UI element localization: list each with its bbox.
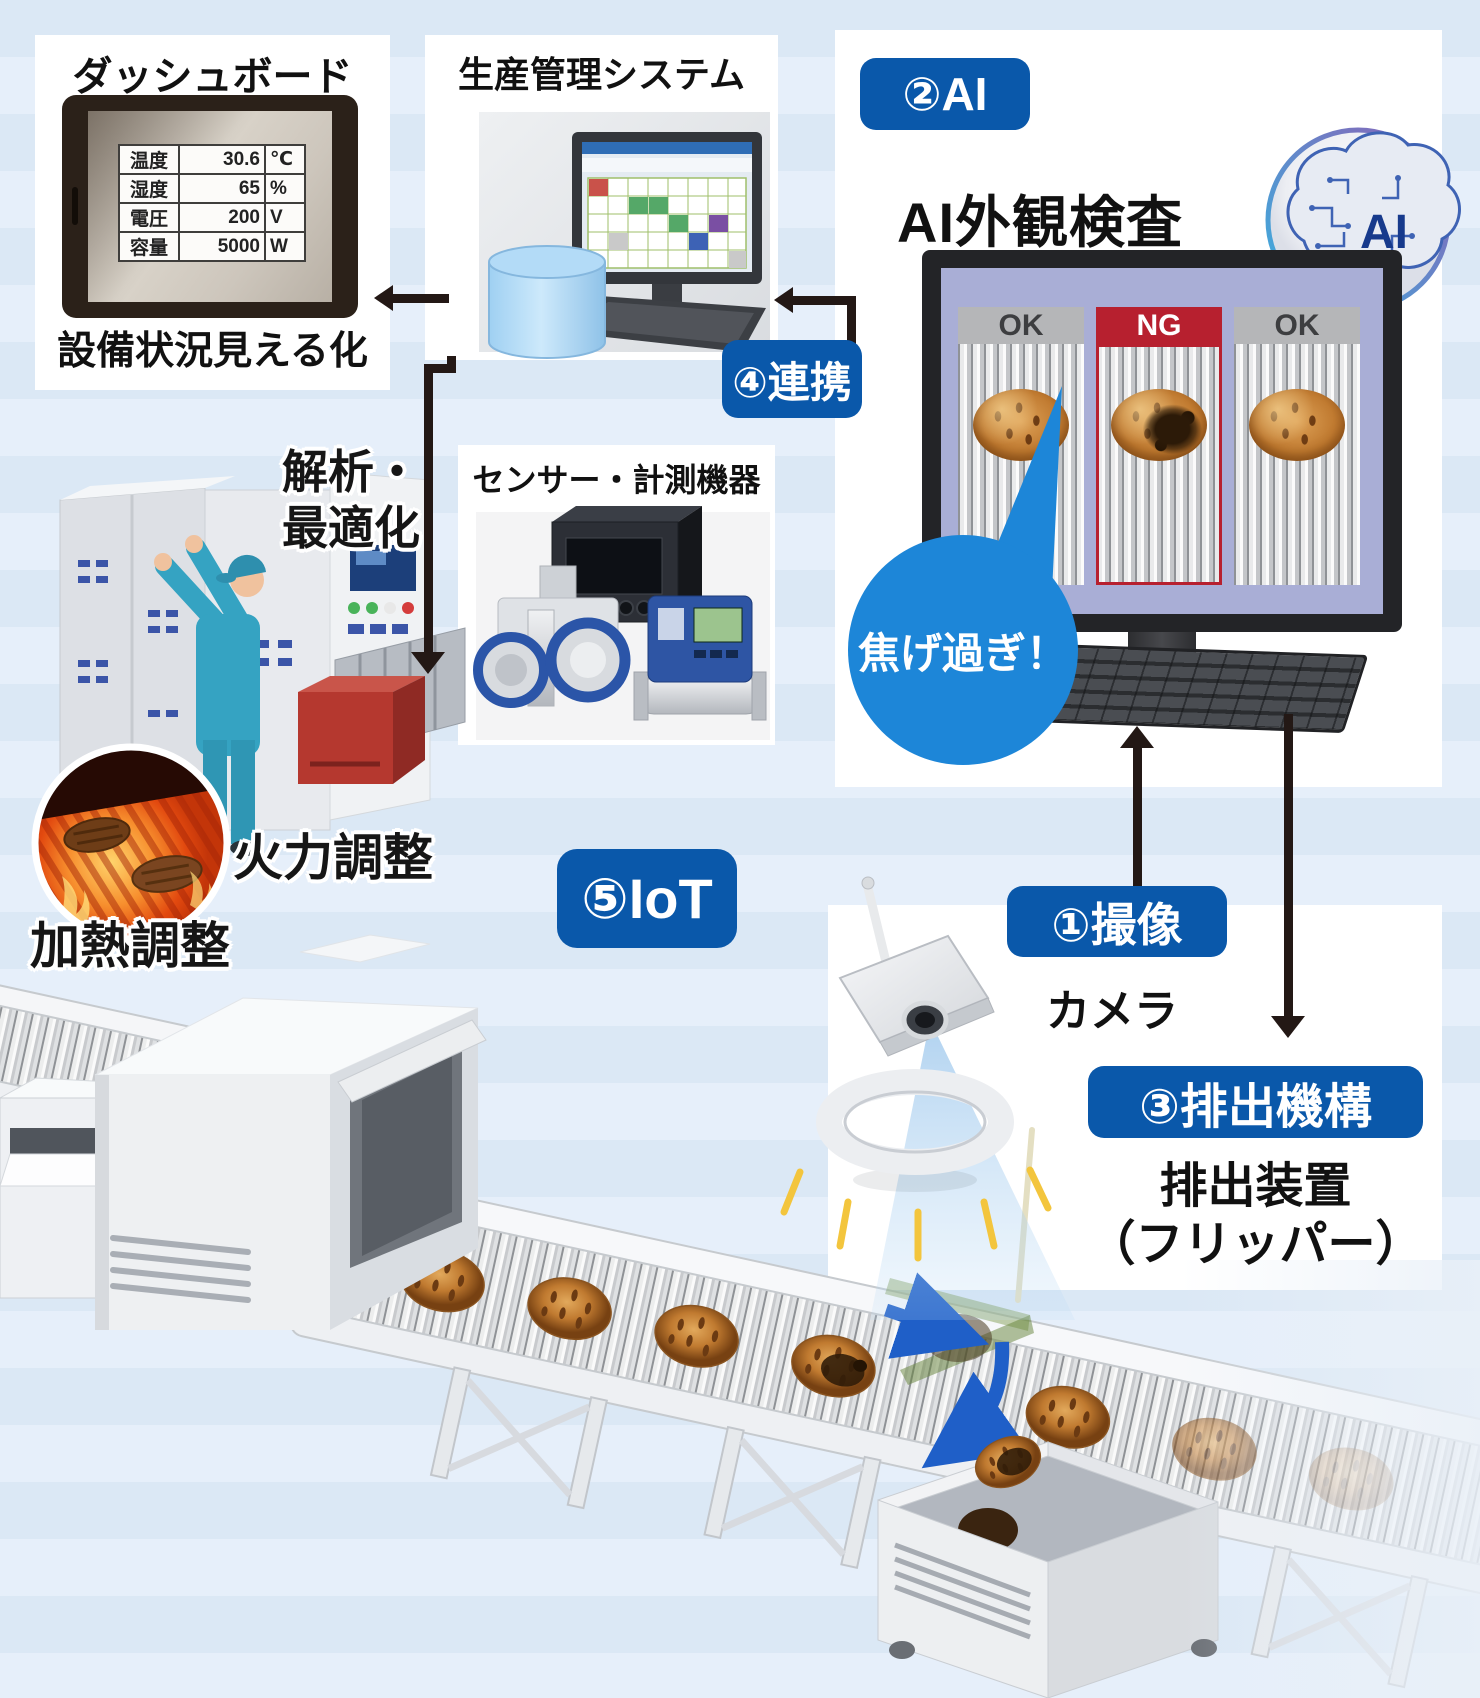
dashboard-title: ダッシュボード: [72, 55, 353, 99]
arrowhead-up-icon: [1120, 726, 1154, 748]
arrowhead-left-icon: [774, 287, 793, 313]
arrow-camera-to-monitor: [1133, 746, 1142, 888]
table-row: 湿度 65 %: [118, 173, 306, 204]
metric-label: 容量: [118, 231, 180, 262]
cookie-ok-icon: [1249, 389, 1345, 461]
result-image: [1234, 344, 1360, 585]
result-label: OK: [958, 307, 1084, 344]
metric-value: 200: [178, 202, 266, 233]
heating-adjust-label: 加熱調整: [30, 918, 230, 974]
badge-step5-iot: ⑤IoT: [557, 849, 737, 948]
speech-bubble: 焦げ過ぎ！: [848, 535, 1078, 765]
table-row: 容量 5000 W: [118, 231, 306, 262]
metric-label: 電圧: [118, 202, 180, 233]
arrow-monitor-to-discharge: [1284, 714, 1293, 1016]
metric-unit: ℃: [264, 144, 306, 175]
inspection-result-ng: NG: [1096, 307, 1222, 585]
metric-value: 5000: [178, 231, 266, 262]
sensor-title: センサー・計測機器: [472, 462, 761, 498]
metric-label: 温度: [118, 144, 180, 175]
arrow-prod-to-control: [424, 364, 433, 654]
ai-inspection-title: AI外観検査: [897, 191, 1183, 254]
result-label: NG: [1096, 307, 1222, 344]
badge-step1-capture: ①撮像: [1007, 886, 1227, 957]
production-title: 生産管理システム: [458, 54, 745, 95]
analysis-optimization-label: 解析・ 最適化: [268, 444, 420, 556]
production-illustration-background: [479, 112, 770, 352]
tablet-speaker-icon: [72, 187, 78, 225]
arrowhead-down-icon: [1271, 1016, 1305, 1038]
cookie-ng-icon: [1111, 389, 1207, 461]
dashboard-tablet: 温度 30.6 ℃ 湿度 65 % 電圧 200 V 容量 5000 W: [62, 95, 358, 318]
sensor-illustration-background: [476, 512, 770, 740]
metric-unit: W: [264, 231, 306, 262]
connector-link-vertical: [847, 296, 856, 348]
camera-label: カメラ: [1046, 987, 1178, 1036]
tablet-screen: 温度 30.6 ℃ 湿度 65 % 電圧 200 V 容量 5000 W: [88, 111, 332, 302]
result-image: [1096, 344, 1222, 585]
analysis-line2: 最適化: [282, 502, 420, 554]
metric-unit: V: [264, 202, 306, 233]
badge-step4-link: ④連携: [722, 340, 862, 418]
metric-value: 65: [178, 173, 266, 204]
connector-prod-elbow: [424, 364, 456, 373]
badge-step2-ai: ②AI: [860, 58, 1030, 130]
cookie-ok-icon: [973, 389, 1069, 461]
discharge-flipper-label: （フリッパー）: [1087, 1218, 1424, 1271]
inspection-result-ok-2: OK: [1234, 307, 1360, 585]
dashboard-table: 温度 30.6 ℃ 湿度 65 % 電圧 200 V 容量 5000 W: [118, 144, 306, 262]
metric-unit: %: [264, 173, 306, 204]
analysis-line1: 解析・: [282, 446, 420, 498]
badge-step3-discharge: ③排出機構: [1088, 1066, 1423, 1138]
table-row: 温度 30.6 ℃: [118, 144, 306, 175]
result-label: OK: [1234, 307, 1360, 344]
arrowhead-down-icon: [411, 652, 445, 674]
metric-value: 30.6: [178, 144, 266, 175]
arrow-prod-to-dashboard: [392, 294, 449, 303]
arrow-ai-to-prod: [792, 296, 856, 305]
arrowhead-left-icon: [374, 285, 393, 311]
table-row: 電圧 200 V: [118, 202, 306, 233]
metric-label: 湿度: [118, 173, 180, 204]
dashboard-caption: 設備状況見える化: [57, 330, 368, 373]
reject-cart-illustration: [877, 1441, 1219, 1698]
fire-power-adjust-label: 火力調整: [233, 830, 433, 886]
